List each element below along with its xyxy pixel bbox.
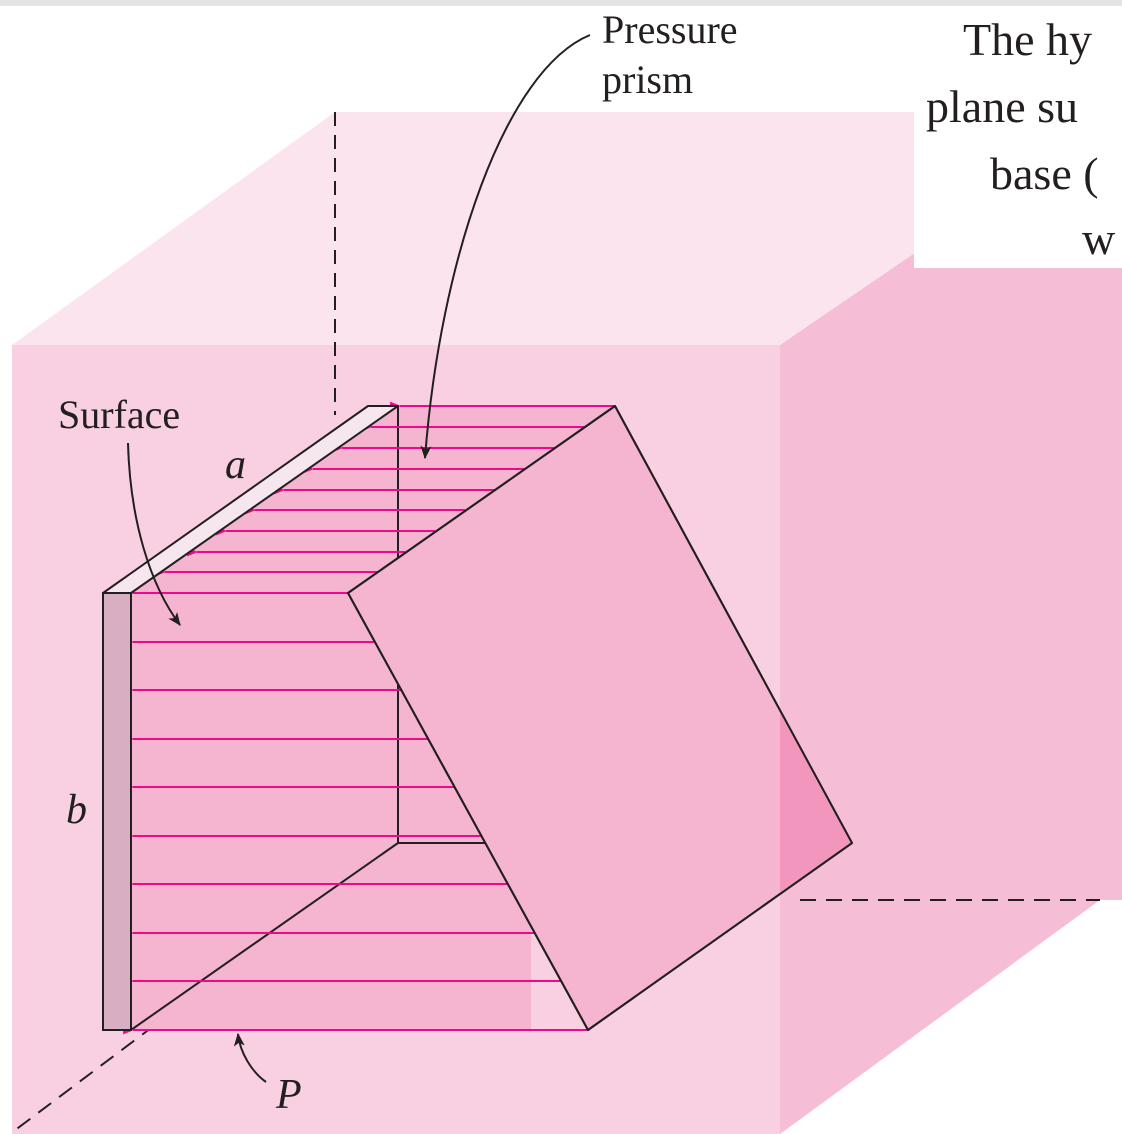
dimension-b-label: b xyxy=(66,787,87,833)
fluid-side-face xyxy=(780,120,1122,1134)
pressure-prism-label-line2: prism xyxy=(602,57,693,102)
front-pressure-arrows xyxy=(123,588,588,1035)
prism-sloped-outline xyxy=(347,405,853,1031)
caption-line-1: The hy xyxy=(963,14,1092,65)
prism-top-face xyxy=(131,406,615,593)
leader-arrow-icon xyxy=(127,442,181,626)
plate-front-face xyxy=(102,592,132,1031)
caption-line-4: w xyxy=(1082,213,1116,264)
dashed-diagonal-line xyxy=(9,1024,156,1134)
prism-bottom-diagonal-edge xyxy=(130,842,399,1031)
leader-arrow-icon xyxy=(233,1032,267,1083)
surface-label: Surface xyxy=(58,392,180,437)
top-frame-strip xyxy=(0,0,1122,6)
caption-line-3: base ( xyxy=(990,148,1099,199)
caption-line-2: plane su xyxy=(926,81,1078,132)
pressure-p-label: P xyxy=(275,1072,302,1118)
caption-box xyxy=(914,6,1122,268)
leader-arrow-icon xyxy=(420,34,591,460)
dimension-a-label: a xyxy=(225,442,246,488)
prism-overlap-region xyxy=(780,712,852,894)
pressure-prism-label-line1: Pressure xyxy=(602,7,738,52)
top-pressure-arrows xyxy=(155,401,615,577)
fluid-top-face xyxy=(12,112,1122,345)
